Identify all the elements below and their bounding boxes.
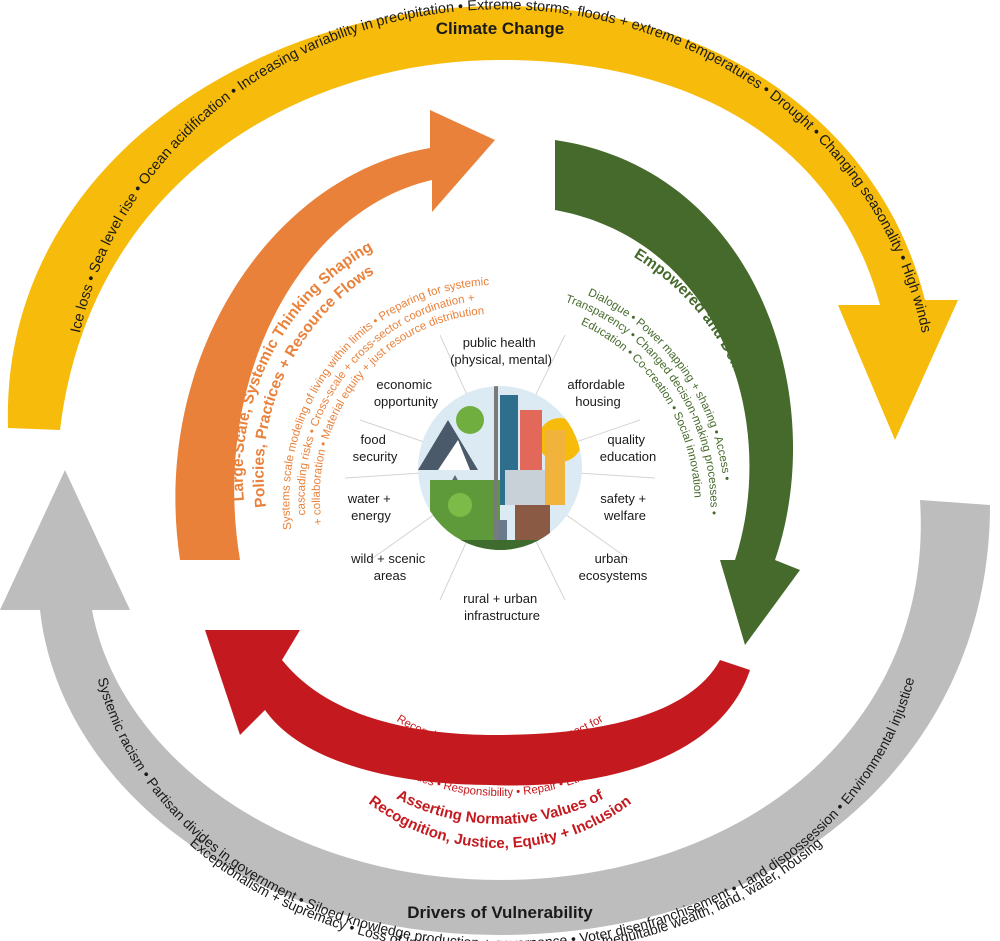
sector-education-1: quality xyxy=(607,432,645,447)
sector-education-2: education xyxy=(600,449,656,464)
sector-affordable-housing: affordable housing xyxy=(567,377,628,409)
climate-change-title: Climate Change xyxy=(436,19,564,38)
sector-food-security: food security xyxy=(353,432,398,464)
sector-safety-welfare: safety + welfare xyxy=(600,491,650,523)
sector-infrastructure-1: rural + urban xyxy=(463,591,537,606)
sector-food-2: security xyxy=(353,449,398,464)
normative-values-arc xyxy=(205,630,750,786)
sector-safety-2: welfare xyxy=(603,508,646,523)
sector-ecosystems-1: urban xyxy=(595,551,628,566)
empowered-practices-arc xyxy=(555,140,800,645)
sector-quality-education: quality education xyxy=(600,432,656,464)
sector-wild-scenic: wild + scenic areas xyxy=(350,551,429,583)
drivers-vulnerability-arc xyxy=(0,470,990,935)
sector-water-2: energy xyxy=(351,508,391,523)
sector-public-health-1: public health xyxy=(463,335,536,350)
sector-ecosystems-2: ecosystems xyxy=(579,568,648,583)
sector-economic-1: economic xyxy=(376,377,432,392)
systemic-thinking-arc xyxy=(175,110,495,560)
sector-infrastructure-2: infrastructure xyxy=(464,608,540,623)
sector-labels: public health (physical, mental) afforda… xyxy=(347,335,657,623)
sector-wild-2: areas xyxy=(374,568,407,583)
climate-change-arc xyxy=(7,6,958,440)
sector-safety-1: safety + xyxy=(600,491,646,506)
sector-economic-2: opportunity xyxy=(374,394,439,409)
sector-housing-1: affordable xyxy=(567,377,625,392)
drivers-title: Drivers of Vulnerability xyxy=(407,903,593,922)
sector-food-1: food xyxy=(361,432,386,447)
sector-infrastructure: rural + urban infrastructure xyxy=(463,591,541,623)
sector-urban-ecosystems: urban ecosystems xyxy=(579,551,648,583)
city-globe-illustration xyxy=(418,386,582,550)
sector-water-1: water + xyxy=(347,491,391,506)
sector-public-health: public health (physical, mental) xyxy=(450,335,552,367)
sector-wild-1: wild + scenic xyxy=(350,551,426,566)
sector-housing-2: housing xyxy=(575,394,621,409)
sector-public-health-2: (physical, mental) xyxy=(450,352,552,367)
sector-economic-opportunity: economic opportunity xyxy=(374,377,439,409)
sector-water-energy: water + energy xyxy=(347,491,395,523)
